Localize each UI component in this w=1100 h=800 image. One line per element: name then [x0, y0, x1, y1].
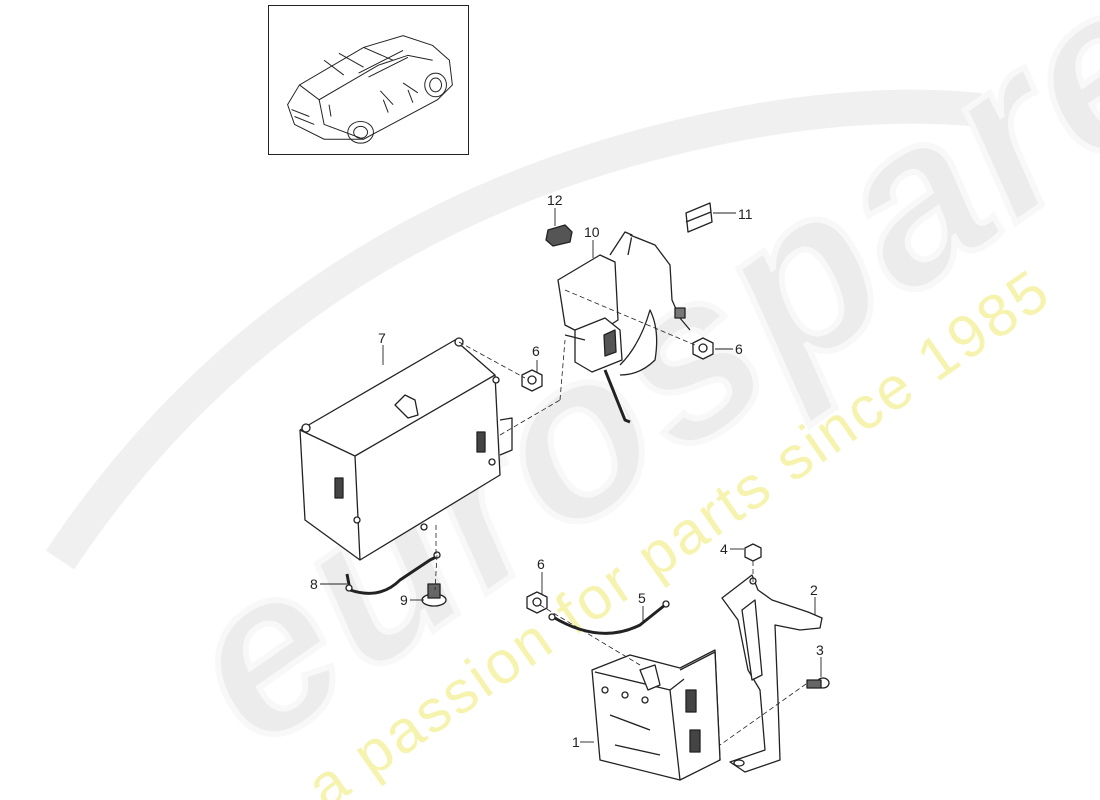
ground-cable — [552, 603, 666, 635]
callout-1[interactable]: 1 — [572, 734, 580, 750]
callout-6b[interactable]: 6 — [735, 341, 743, 357]
callout-6c[interactable]: 6 — [537, 556, 545, 572]
bolt — [421, 583, 447, 607]
vehicle-thumbnail — [268, 5, 469, 155]
charger-module — [591, 649, 721, 781]
callout-11[interactable]: 11 — [738, 206, 753, 222]
control-unit-housing — [299, 337, 513, 561]
assembly-lines — [434, 289, 807, 746]
callout-9[interactable]: 9 — [400, 592, 408, 608]
callout-4[interactable]: 4 — [720, 541, 728, 557]
callout-12[interactable]: 12 — [547, 192, 563, 208]
callout-10[interactable]: 10 — [584, 224, 600, 240]
callout-2[interactable]: 2 — [810, 582, 818, 598]
callout-5[interactable]: 5 — [638, 590, 646, 606]
bracket — [721, 574, 823, 773]
nut — [526, 591, 548, 614]
nut — [521, 369, 543, 392]
callout-8[interactable]: 8 — [310, 576, 318, 592]
callout-6a[interactable]: 6 — [532, 343, 540, 359]
ground-strap — [345, 553, 441, 595]
leader-lines — [320, 208, 822, 743]
callout-3[interactable]: 3 — [816, 642, 824, 658]
charging-socket — [557, 231, 691, 424]
suv-icon — [287, 35, 453, 144]
cap — [545, 224, 573, 247]
nut-4 — [744, 543, 762, 562]
nut — [692, 337, 714, 360]
screw — [806, 677, 830, 689]
callout-7[interactable]: 7 — [378, 330, 386, 346]
